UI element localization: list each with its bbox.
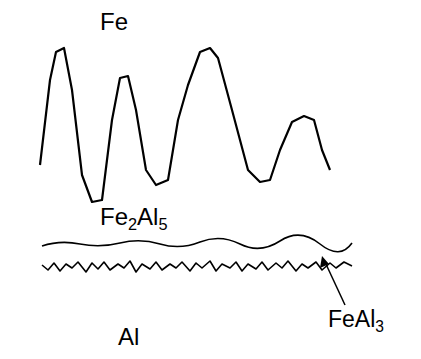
phase-label: Fe <box>100 10 128 34</box>
phase-label: Al <box>118 325 139 349</box>
feal3-al-interface <box>42 261 352 272</box>
fe2al5-feal3-interface <box>42 235 352 252</box>
leader-arrowhead <box>320 256 329 268</box>
phase-label: FeAl3 <box>328 308 384 331</box>
fe-fe2al5-interface <box>40 48 330 202</box>
phase-label: Fe2Al5 <box>100 205 168 229</box>
leader-arrow <box>325 262 345 305</box>
